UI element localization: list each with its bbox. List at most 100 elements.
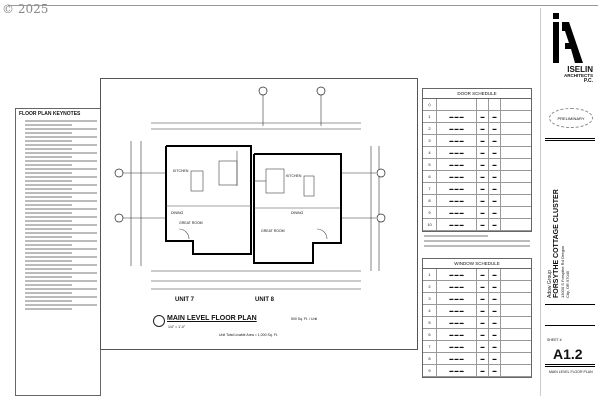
schedule-row: 4▬ ▬ ▬▬▬ xyxy=(423,305,531,317)
schedule-mark: 4 xyxy=(423,147,437,158)
north-arrow-icon xyxy=(153,315,165,327)
schedule-row: 7▬ ▬ ▬▬▬ xyxy=(423,183,531,195)
schedule-row: 6▬ ▬ ▬▬▬ xyxy=(423,329,531,341)
schedule-mark: 4 xyxy=(423,305,437,316)
keynote-line xyxy=(25,304,97,306)
schedule-mark: 9 xyxy=(423,207,437,218)
schedule-mark: 8 xyxy=(423,195,437,206)
firm-logo-icon xyxy=(553,13,583,63)
keynote-line xyxy=(25,188,72,190)
keynote-line xyxy=(25,120,97,122)
keynote-line xyxy=(25,148,72,150)
title-block: ISELIN ARCHITECTS P.C. PRELIMINARY Adow … xyxy=(540,8,596,396)
keynote-line xyxy=(25,252,72,254)
firm-name-3: P.C. xyxy=(583,78,593,85)
keynote-line xyxy=(25,192,97,194)
keynote-line xyxy=(25,196,72,198)
room-label-great-room-8: GREAT ROOM xyxy=(261,229,285,233)
schedule-mark: 6 xyxy=(423,329,437,340)
firm-name-2: ARCHITECTS xyxy=(564,73,593,79)
sheet-border xyxy=(8,5,598,6)
keynote-line xyxy=(25,284,72,286)
keynote-line xyxy=(25,280,97,282)
schedule-row: 2▬ ▬ ▬▬▬ xyxy=(423,281,531,293)
keynote-line xyxy=(25,184,97,186)
room-label-kitchen-8: KITCHEN xyxy=(286,174,302,178)
room-label-great-room-7: GREAT ROOM xyxy=(179,221,203,225)
keynote-line xyxy=(25,236,72,238)
keynote-line xyxy=(25,128,97,130)
keynote-line xyxy=(25,176,97,178)
area-per-unit: 500 Sq. Ft. / Unit xyxy=(291,317,318,321)
schedule-mark: 3 xyxy=(423,135,437,146)
sheet-label: SHEET # xyxy=(547,338,562,342)
schedule-row: 9▬ ▬ ▬▬▬ xyxy=(423,207,531,219)
keynote-line xyxy=(25,244,72,246)
schedule-row: 1▬ ▬ ▬▬▬ xyxy=(423,111,531,123)
keynote-line xyxy=(25,272,97,274)
schedule-mark: 1 xyxy=(423,111,437,122)
schedule-mark: 7 xyxy=(423,183,437,194)
keynote-line xyxy=(25,216,97,218)
keynote-line xyxy=(25,300,72,302)
schedule-row: 3▬ ▬ ▬▬▬ xyxy=(423,293,531,305)
keynote-line xyxy=(25,144,97,146)
keynote-line xyxy=(25,168,97,170)
keynote-line xyxy=(25,200,97,202)
keynote-line xyxy=(25,172,72,174)
keynote-line xyxy=(25,132,72,134)
sheet-number: A1.2 xyxy=(553,346,583,362)
schedule-row: 8▬ ▬ ▬▬▬ xyxy=(423,195,531,207)
keynote-line xyxy=(25,256,97,258)
keynote-line xyxy=(25,276,72,278)
schedule-row: 7▬ ▬ ▬▬▬ xyxy=(423,341,531,353)
keynote-line xyxy=(25,152,97,154)
schedule-mark: 6 xyxy=(423,171,437,182)
keynote-line xyxy=(25,296,97,298)
schedule-row: 5▬ ▬ ▬▬▬ xyxy=(423,317,531,329)
unit-8-label: UNIT 8 xyxy=(255,297,275,303)
keynote-line xyxy=(25,140,72,142)
schedule-row: 6▬ ▬ ▬▬▬ xyxy=(423,171,531,183)
keynote-line xyxy=(25,268,72,270)
schedule-mark: 9 xyxy=(423,365,437,376)
keynote-line xyxy=(25,204,72,206)
keynote-line xyxy=(25,124,72,126)
keynote-line xyxy=(25,180,72,182)
project-name: FORSYTHE COTTAGE CLUSTER xyxy=(553,189,560,298)
schedule-mark: 5 xyxy=(423,317,437,328)
room-label-kitchen-7: KITCHEN xyxy=(173,169,189,173)
room-label-dining-8: DINING xyxy=(291,211,304,215)
keynote-line xyxy=(25,164,72,166)
keynote-line xyxy=(25,228,72,230)
keynote-line xyxy=(25,212,72,214)
door-schedule-title: DOOR SCHEDULE xyxy=(423,89,531,99)
plan-scale: 1/4" = 1'-0" xyxy=(168,325,186,329)
unit-7-label: UNIT 7 xyxy=(175,297,195,303)
keynote-line xyxy=(25,240,97,242)
schedule-row: 2▬ ▬ ▬▬▬ xyxy=(423,123,531,135)
schedule-row: 8▬ ▬ ▬▬▬ xyxy=(423,353,531,365)
keynote-line xyxy=(25,264,97,266)
keynote-line xyxy=(25,160,97,162)
keynote-line xyxy=(25,136,97,138)
schedule-mark: 3 xyxy=(423,293,437,304)
keynote-line xyxy=(25,220,72,222)
schedule-mark: 2 xyxy=(423,281,437,292)
project-address: 13000 S Forsythe Rd Oregon City, OR 9704… xyxy=(560,245,570,298)
keynotes-panel: FLOOR PLAN KEYNOTES xyxy=(15,108,101,396)
schedule-row: 4▬ ▬ ▬▬▬ xyxy=(423,147,531,159)
schedule-mark: 10 xyxy=(423,219,437,230)
keynote-line xyxy=(25,288,97,290)
room-label-dining-7: DINING xyxy=(171,211,184,215)
door-schedule-header: ◇ xyxy=(423,99,531,111)
schedule-mark: 7 xyxy=(423,341,437,352)
window-schedule-title: WINDOW SCHEDULE xyxy=(423,259,531,269)
keynote-line xyxy=(25,224,97,226)
schedule-row: 10▬ ▬ ▬▬▬ xyxy=(423,219,531,231)
schedule-row: 9▬ ▬ ▬▬▬ xyxy=(423,365,531,377)
door-schedule: DOOR SCHEDULE ◇ 1▬ ▬ ▬▬▬2▬ ▬ ▬▬▬3▬ ▬ ▬▬▬… xyxy=(422,88,532,232)
sheet-name: MAIN LEVEL FLOOR PLAN xyxy=(549,370,593,374)
firm-name: ISELIN xyxy=(567,65,593,74)
keynote-line xyxy=(25,308,72,310)
